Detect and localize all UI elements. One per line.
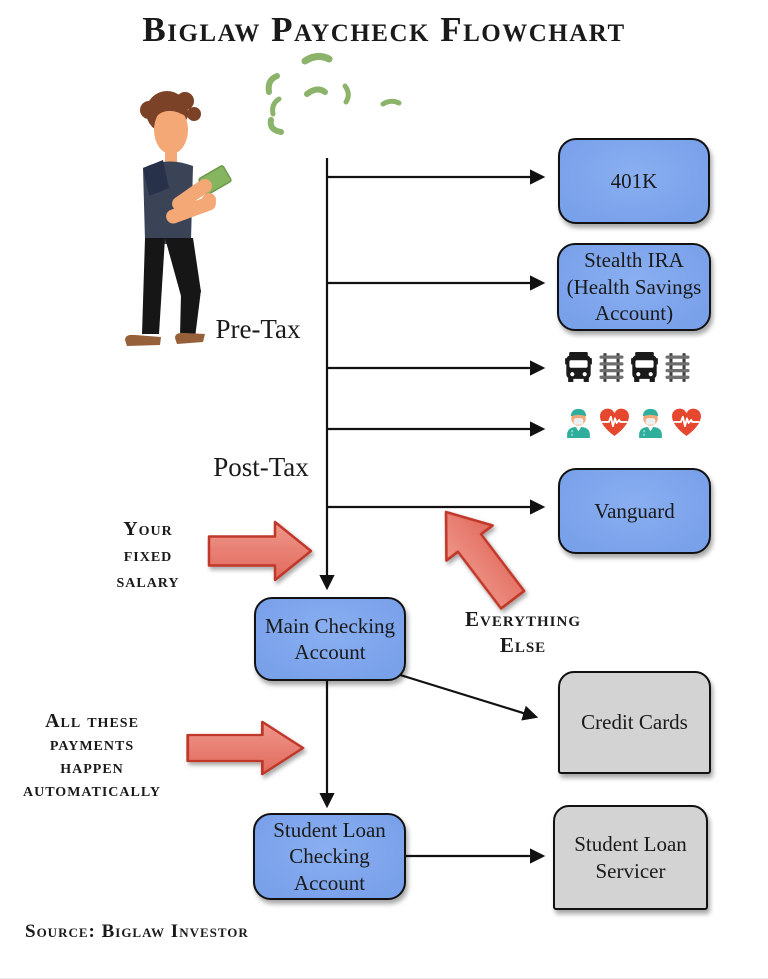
- heart-pulse-icon: [599, 408, 630, 437]
- post-tax-label: Post-Tax: [213, 452, 309, 482]
- automatic-payments-arrow-icon: [186, 720, 305, 776]
- box-main-checking: Main Checking Account: [254, 597, 406, 681]
- fixed-salary-arrow-icon: [207, 520, 313, 582]
- flow-lines: [319, 158, 546, 864]
- flying-money-icon: [265, 52, 402, 135]
- box-vanguard: Vanguard: [558, 468, 711, 554]
- doctor-icon: [565, 407, 592, 438]
- railway-track-icon: [599, 352, 624, 383]
- bus-icon: [631, 352, 658, 383]
- pre-tax-label: Pre-Tax: [215, 314, 301, 344]
- your-fixed-salary-label: Your fixed salary: [116, 518, 180, 592]
- box-student-loan-checking: Student Loan Checking Account: [253, 813, 406, 900]
- railway-track-icon: [665, 352, 690, 383]
- box-student-loan-servicer: Student Loan Servicer: [553, 805, 708, 910]
- page-title: Biglaw Paycheck Flowchart: [142, 10, 626, 49]
- box-credit-cards: Credit Cards: [558, 671, 711, 774]
- bus-icon: [565, 352, 592, 383]
- everything-else-arrow-icon: [444, 510, 526, 610]
- everything-else-label: Everything Else: [465, 607, 581, 657]
- red-arrows: [186, 510, 526, 776]
- health-icon-row: [565, 407, 702, 438]
- heart-pulse-icon: [671, 408, 702, 437]
- transit-icon-row: [565, 352, 690, 383]
- source-credit: Source: Biglaw Investor: [25, 921, 249, 942]
- box-401k: 401K: [558, 138, 710, 224]
- payments-automatic-label: All these payments happen automatically: [23, 710, 161, 801]
- doctor-icon: [637, 407, 664, 438]
- box-stealth-ira: Stealth IRA (Health Savings Account): [557, 243, 711, 331]
- diagonal-credit-cards-line: [396, 672, 539, 721]
- person-tossing-money-icon: [125, 91, 232, 346]
